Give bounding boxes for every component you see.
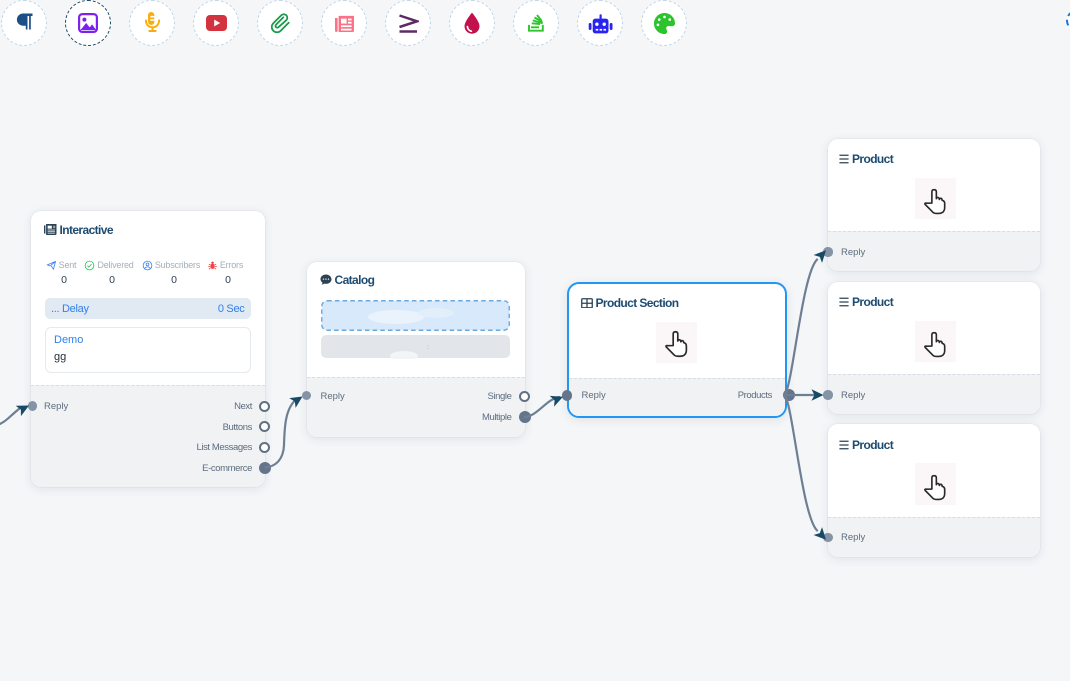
svg-text::: : xyxy=(427,344,429,351)
